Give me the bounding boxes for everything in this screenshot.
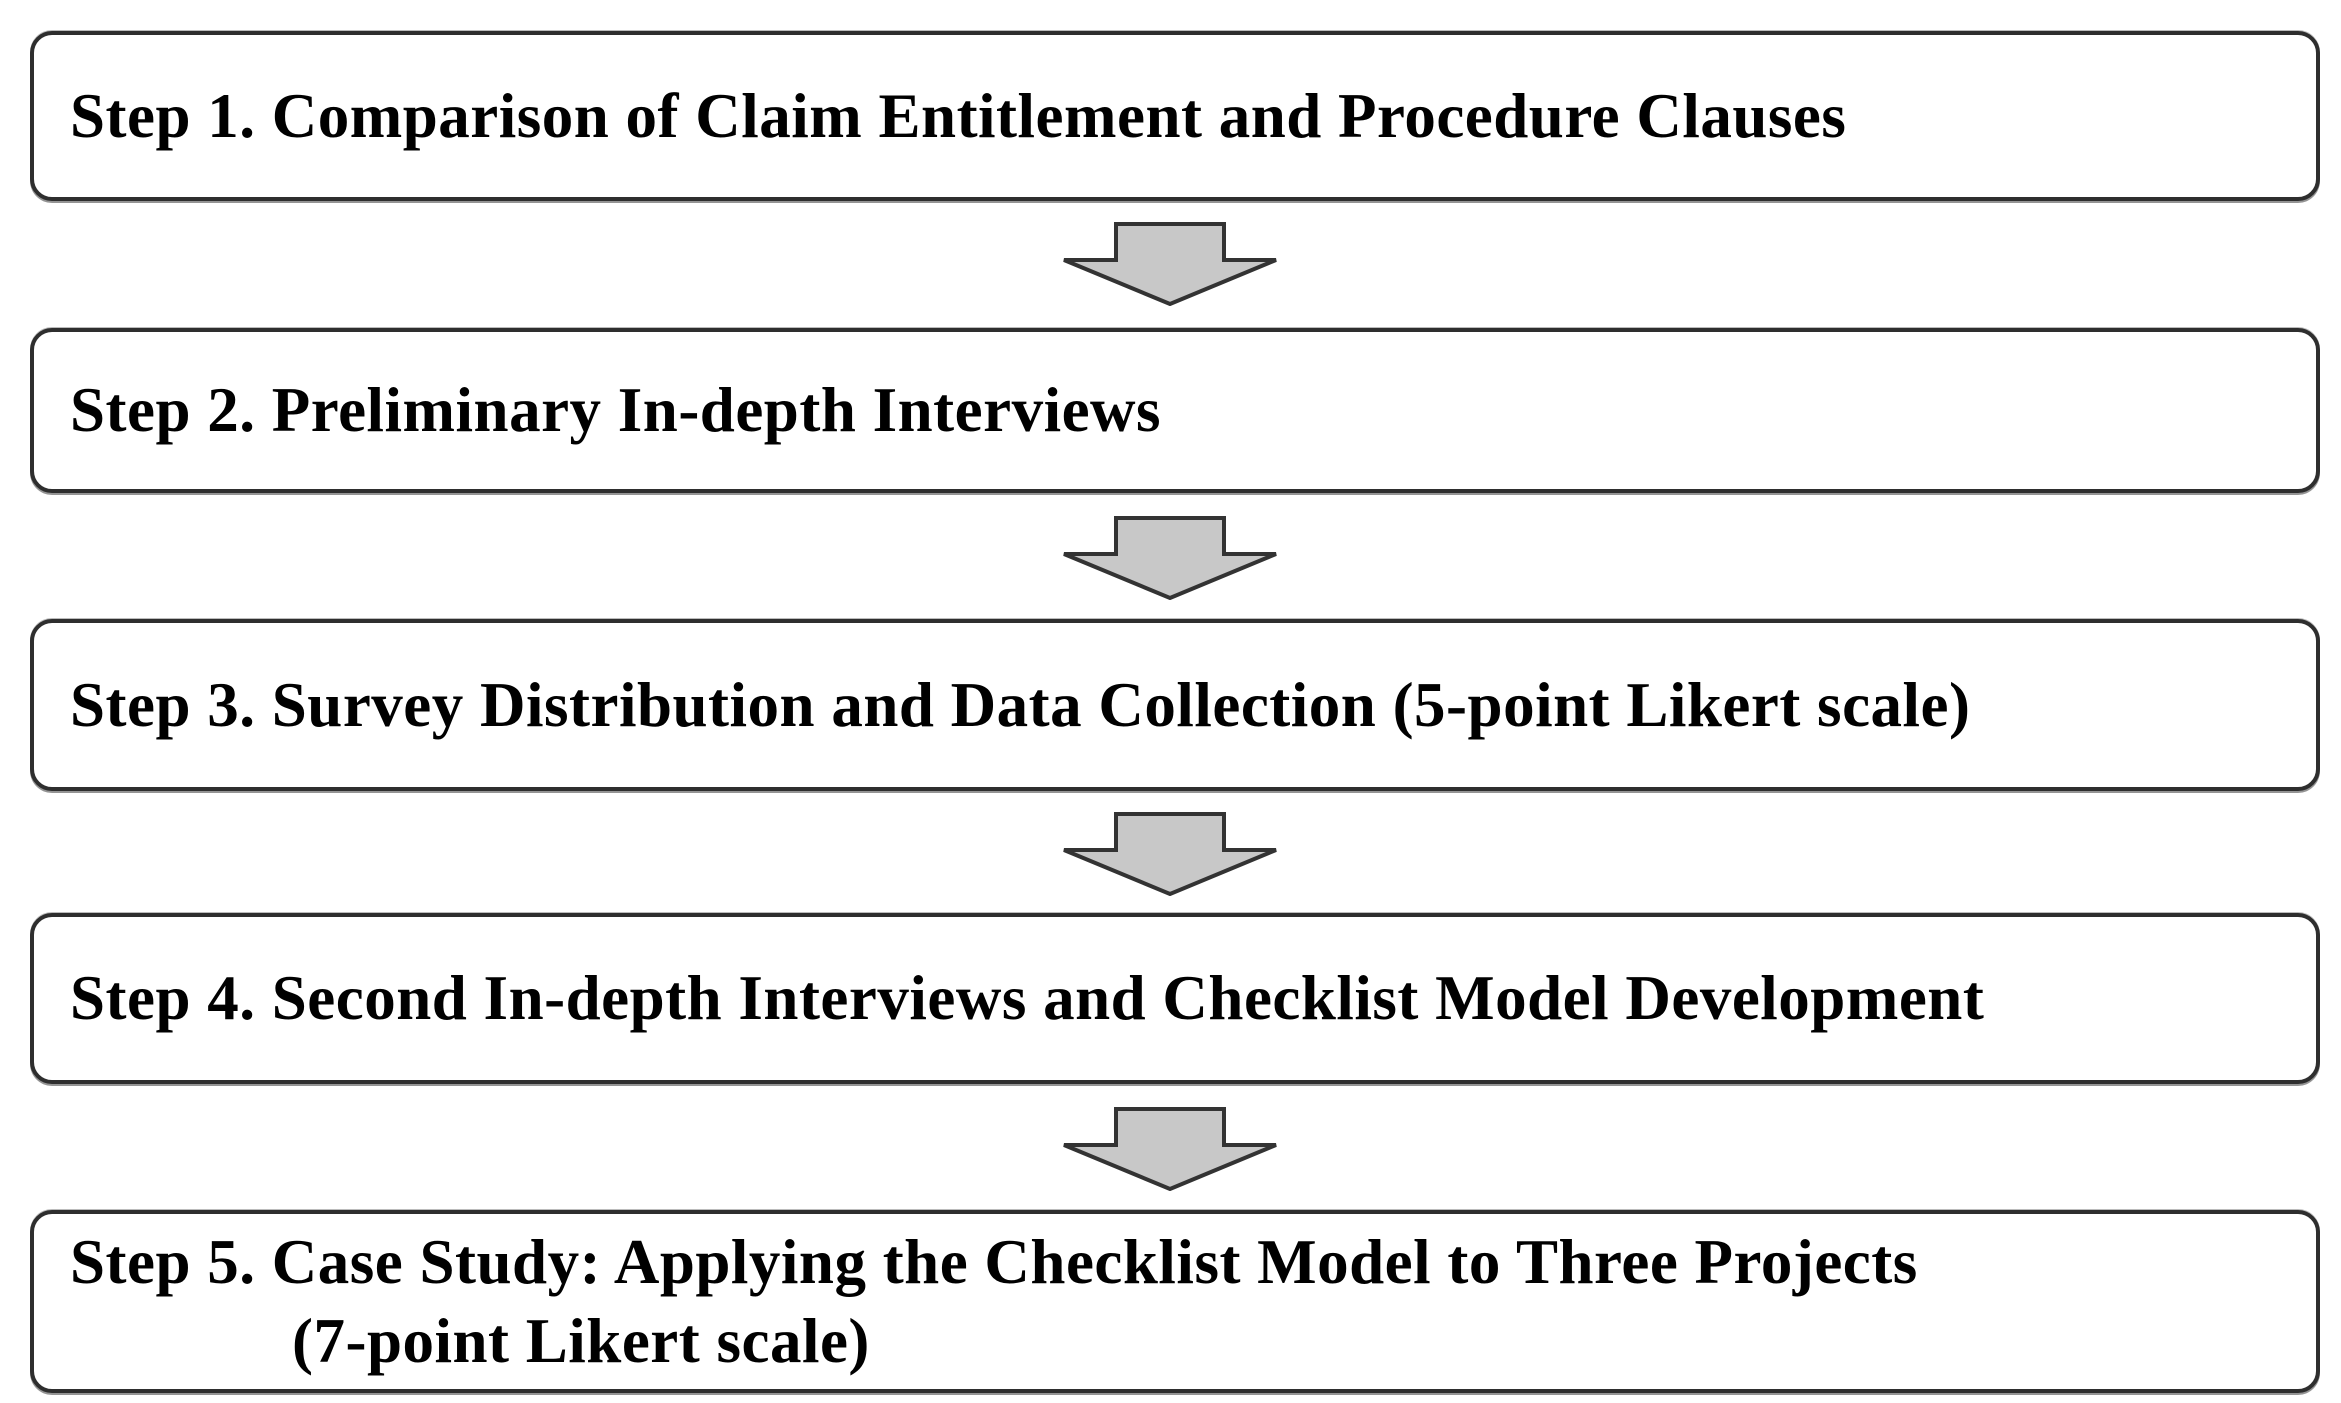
step-1-label: Step 1. Comparison of Claim Entitlement … [70, 80, 1847, 151]
down-arrow-icon-4 [1063, 1107, 1277, 1191]
down-arrow-shape [1063, 516, 1277, 600]
step-2-box: Step 2. Preliminary In-depth Interviews [30, 328, 2320, 493]
step-5-label-line-2: (7-point Likert scale) [292, 1305, 870, 1376]
step-3-box: Step 3. Survey Distribution and Data Col… [30, 619, 2320, 791]
step-1-box: Step 1. Comparison of Claim Entitlement … [30, 31, 2320, 201]
step-2-label: Step 2. Preliminary In-depth Interviews [70, 375, 1162, 446]
down-arrow-shape [1063, 222, 1277, 306]
step-4-box: Step 4. Second In-depth Interviews and C… [30, 913, 2320, 1084]
down-arrow-shape [1063, 812, 1277, 896]
down-arrow-icon-2 [1063, 516, 1277, 600]
down-arrow-icon-3 [1063, 812, 1277, 896]
down-arrow-shape [1063, 1107, 1277, 1191]
step-5-label-line-1: Step 5. Case Study: Applying the Checkli… [70, 1226, 1918, 1297]
step-5-box: Step 5. Case Study: Applying the Checkli… [30, 1210, 2320, 1393]
down-arrow-icon-1 [1063, 222, 1277, 306]
step-3-label: Step 3. Survey Distribution and Data Col… [70, 669, 1971, 740]
step-4-label: Step 4. Second In-depth Interviews and C… [70, 963, 1985, 1034]
